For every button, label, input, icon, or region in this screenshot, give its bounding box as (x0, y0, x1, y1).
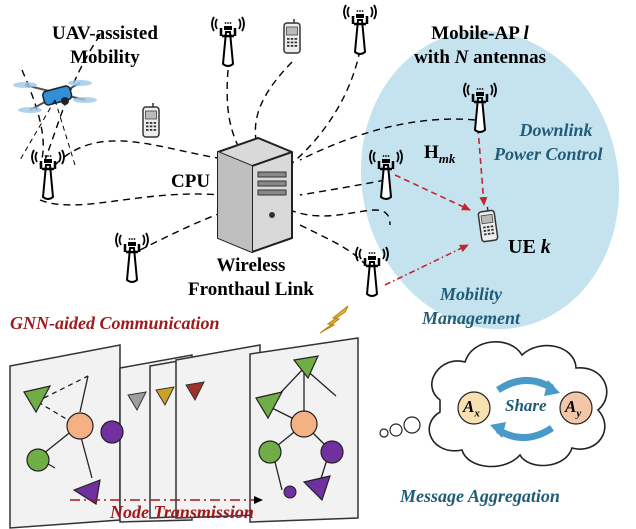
graph-node (100, 420, 124, 444)
graph-node (66, 412, 94, 440)
graph-node (72, 479, 101, 505)
downlink-label: Downlink Power Control (494, 118, 603, 166)
mobile-ap-label: Mobile-AP l with N antennas (414, 22, 546, 70)
graph-node (23, 385, 52, 414)
share-text: Share (505, 396, 547, 415)
message-aggregation-label: Message Aggregation (400, 486, 560, 507)
gnn-title: GNN-aided Communication (10, 313, 220, 334)
channel-subscript: mk (438, 150, 456, 166)
antenna-tower-icon (210, 15, 246, 68)
cloud-icon (428, 341, 608, 468)
thought-bubble (379, 428, 389, 438)
server-icon (217, 136, 293, 254)
coverage-area (360, 30, 620, 330)
ax-label: Ax (463, 397, 480, 419)
gnn-title-text: GNN-aided Communication (10, 313, 220, 333)
graph-node (255, 391, 284, 420)
node-transmission-text: Node Transmission (110, 502, 254, 522)
share-label: Share (505, 396, 547, 416)
mobility-line-1: Mobility (440, 284, 502, 304)
uav-line-1: UAV-assisted (52, 23, 158, 44)
antenna-tower-icon (114, 231, 150, 284)
graph-node (26, 448, 50, 472)
thought-bubble (403, 416, 421, 434)
mobile-ap-n: N (454, 47, 469, 68)
message-aggregation-text: Message Aggregation (400, 486, 560, 506)
mobile-ap-text: Mobile-AP (431, 23, 524, 44)
graph-node (290, 410, 318, 438)
mobile-ap-index: l (523, 23, 529, 44)
downlink-arrows (384, 127, 488, 286)
uav-label: UAV-assisted Mobility (52, 22, 158, 70)
antenna-tower-icon (342, 3, 378, 56)
mobile-ap-with: with (414, 47, 455, 68)
mobility-label: Mobility Management (422, 282, 520, 330)
lightning-arrow-icon (319, 305, 349, 334)
ay-main: A (565, 397, 577, 416)
mobile-ap-antennas: antennas (468, 47, 546, 68)
downlink-line-1: Downlink (519, 120, 593, 140)
channel-h: H (424, 142, 439, 163)
graph-node (292, 355, 320, 380)
channel-label: Hmk (424, 142, 455, 167)
ue-label: UE k (508, 236, 551, 259)
thought-bubble (389, 423, 403, 437)
wireless-label: Wireless Fronthaul Link (188, 254, 314, 302)
graph-node (302, 475, 331, 502)
ax-main: A (463, 397, 475, 416)
graph-node (320, 440, 344, 464)
mobile-phone-icon (142, 102, 160, 138)
graph-node (258, 440, 282, 464)
wireless-line-2: Fronthaul Link (188, 279, 314, 300)
node-ay (559, 391, 593, 425)
uav-line-2: Mobility (70, 47, 140, 68)
ue-index: k (540, 236, 551, 258)
mobility-line-2: Management (422, 308, 521, 328)
gnn-frame-4 (175, 344, 261, 519)
ax-sub: x (474, 407, 480, 420)
node-ax (457, 391, 491, 425)
node-transmission-label: Node Transmission (110, 502, 254, 523)
downlink-line-2: Power Control (494, 144, 603, 164)
ay-label: Ay (565, 397, 581, 419)
ay-sub: y (576, 407, 582, 420)
graph-node (283, 485, 297, 499)
mobile-phone-icon (283, 18, 301, 54)
cpu-label: CPU (171, 171, 210, 193)
ue-text: UE (508, 236, 541, 258)
drone-icon (13, 80, 97, 113)
wireless-line-1: Wireless (216, 255, 286, 276)
cpu-text: CPU (171, 171, 211, 192)
antenna-tower-icon (30, 148, 66, 201)
